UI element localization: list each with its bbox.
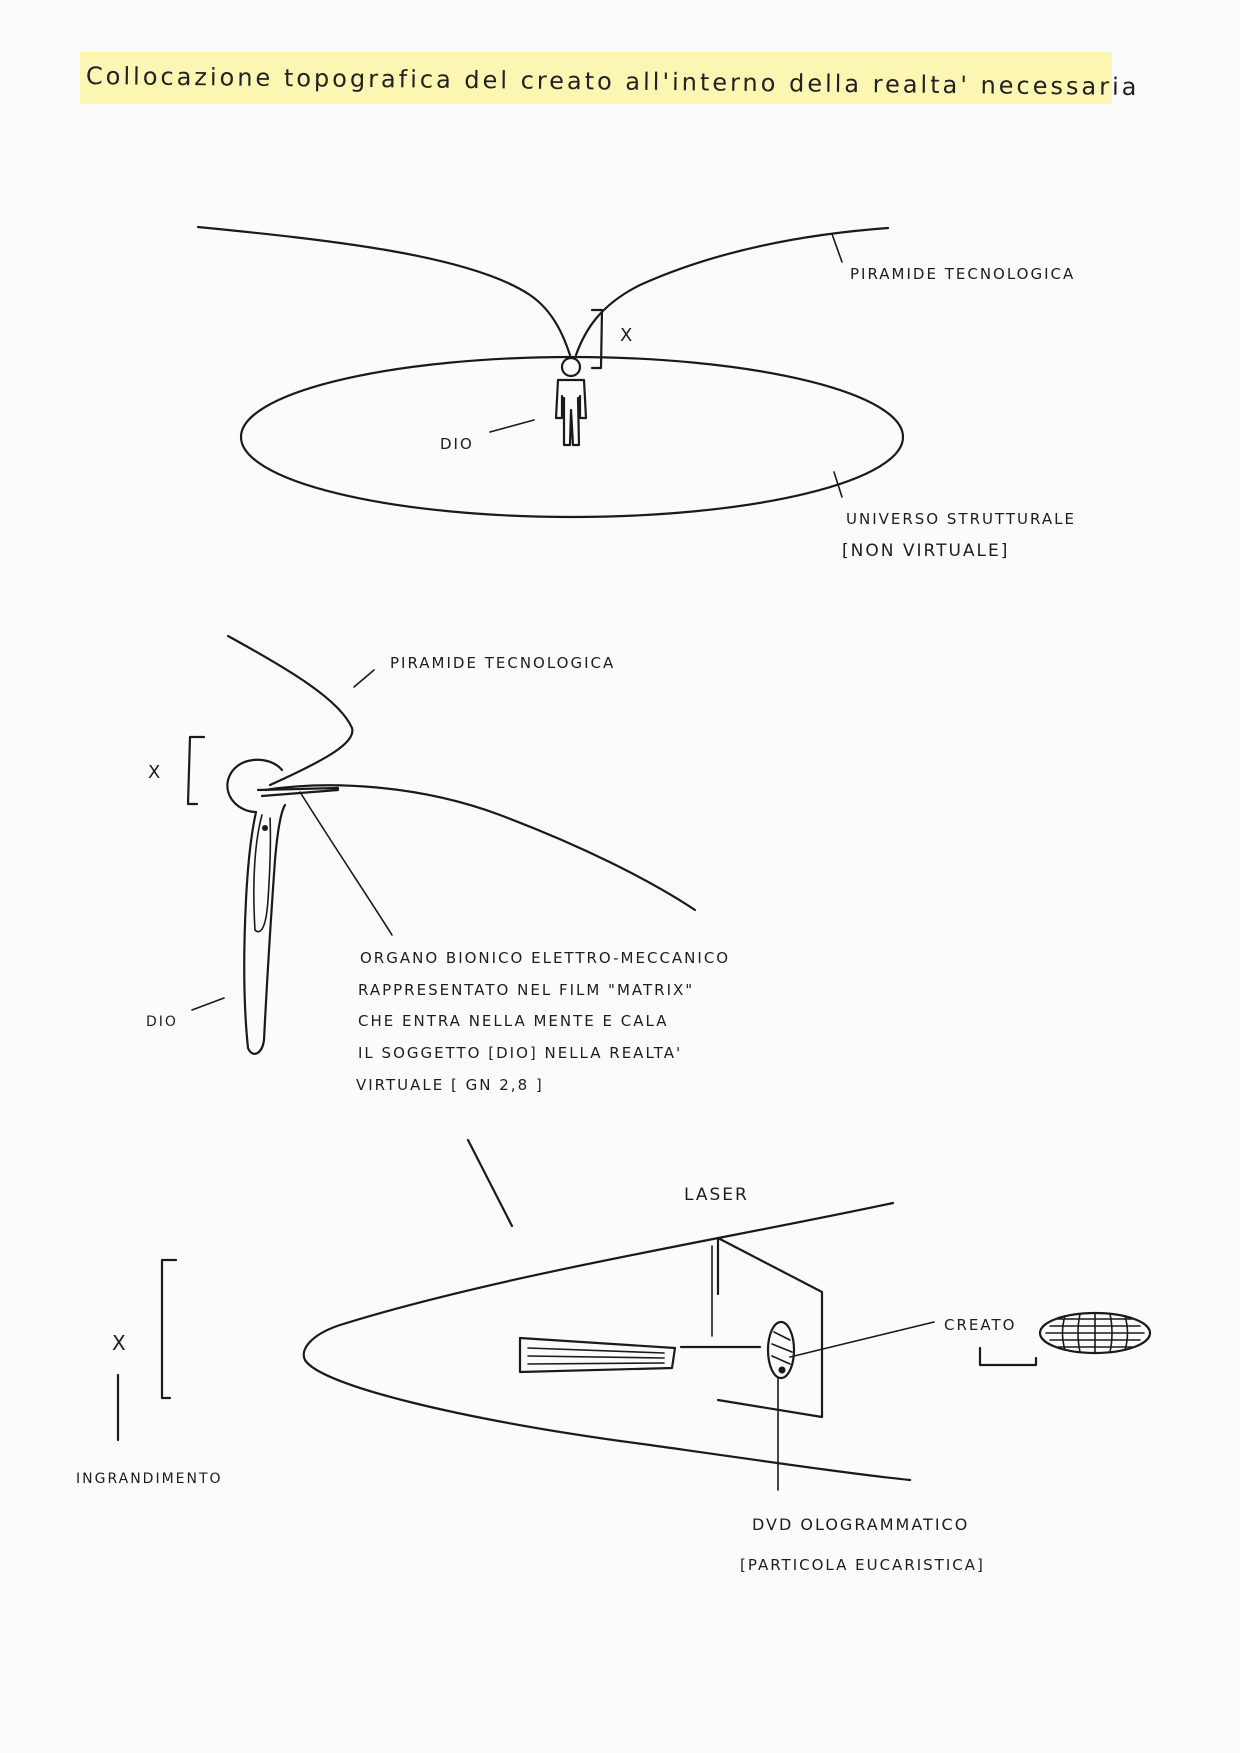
organ-text-line1: ORGANO BIONICO ELETTRO-MECCANICO [360,949,730,967]
x-label-3: X [112,1331,128,1355]
universe-leader [833,471,843,498]
laser-emitter-lines [527,1347,665,1365]
x-bracket-1 [590,308,604,370]
cone-upper [302,1201,895,1362]
device-box [716,1236,824,1419]
universe-label-line1: UNIVERSO STRUTTURALE [846,510,1076,528]
pyramid-left-curve [196,225,572,357]
diagram-universe: PIRAMIDE TECNOLOGICA X UNIVERSO STRUTTUR… [196,225,1076,561]
pyramid-label-1: PIRAMIDE TECNOLOGICA [850,265,1075,283]
god-figure-1 [554,356,588,447]
organ-text-line3: CHE ENTRA NELLA MENTE E CALA [358,1012,668,1030]
created-globe [1038,1311,1152,1355]
god-leader-2 [191,997,225,1011]
diagram-matrix-organ: PIRAMIDE TECNOLOGICA X DIO ORGANO BIONIC… [146,634,730,1228]
god-figure-side [226,758,340,1055]
x-bracket-2 [186,735,206,806]
organ-text-line4: IL SOGGETTO [DIO] NELLA REALTA' [358,1044,682,1062]
dvd-label-line2: [PARTICOLA EUCARISTICA] [740,1556,985,1574]
title-highlight [80,52,1112,104]
diagram-zoom: X INGRANDIMENTO LASER DVD OLOGRAMMATICO … [76,1185,1152,1574]
pyramid-leader-2 [353,669,375,688]
pyramid-lower-curve-2 [263,784,697,912]
organ-leader [299,791,393,936]
x-label-2: X [148,762,162,783]
x-bracket-3 [160,1258,178,1400]
organ-text-line2: RAPPRESENTATO NEL FILM "MATRIX" [358,981,694,999]
organ-text-line5: VIRTUALE [ GN 2,8 ] [356,1076,544,1094]
x-label-1: X [620,325,634,346]
zoom-label: INGRANDIMENTO [76,1471,223,1487]
god-label-1: DIO [440,435,474,453]
universe-label-line2: [NON VIRTUALE] [842,541,1009,561]
pyramid-right-curve [574,226,890,357]
pyramid-label-2: PIRAMIDE TECNOLOGICA [390,654,615,672]
zoom-connector [466,1138,514,1228]
god-leader-1 [489,419,535,433]
dvd-label-line1: DVD OLOGRAMMATICO [752,1515,969,1534]
god-label-2: DIO [146,1014,178,1030]
created-bracket [978,1346,1038,1367]
created-leader [789,1321,935,1358]
dvd-disc-texture [771,1331,793,1365]
pyramid-upper-curve-2 [226,634,354,787]
created-label: CREATO [944,1316,1016,1334]
laser-label: LASER [684,1185,749,1205]
laser-emitter [518,1336,677,1374]
dvd-dot [778,1366,786,1374]
dvd-disc [766,1320,796,1380]
pyramid-leader-1 [831,233,843,263]
cone-lower [303,1358,912,1482]
